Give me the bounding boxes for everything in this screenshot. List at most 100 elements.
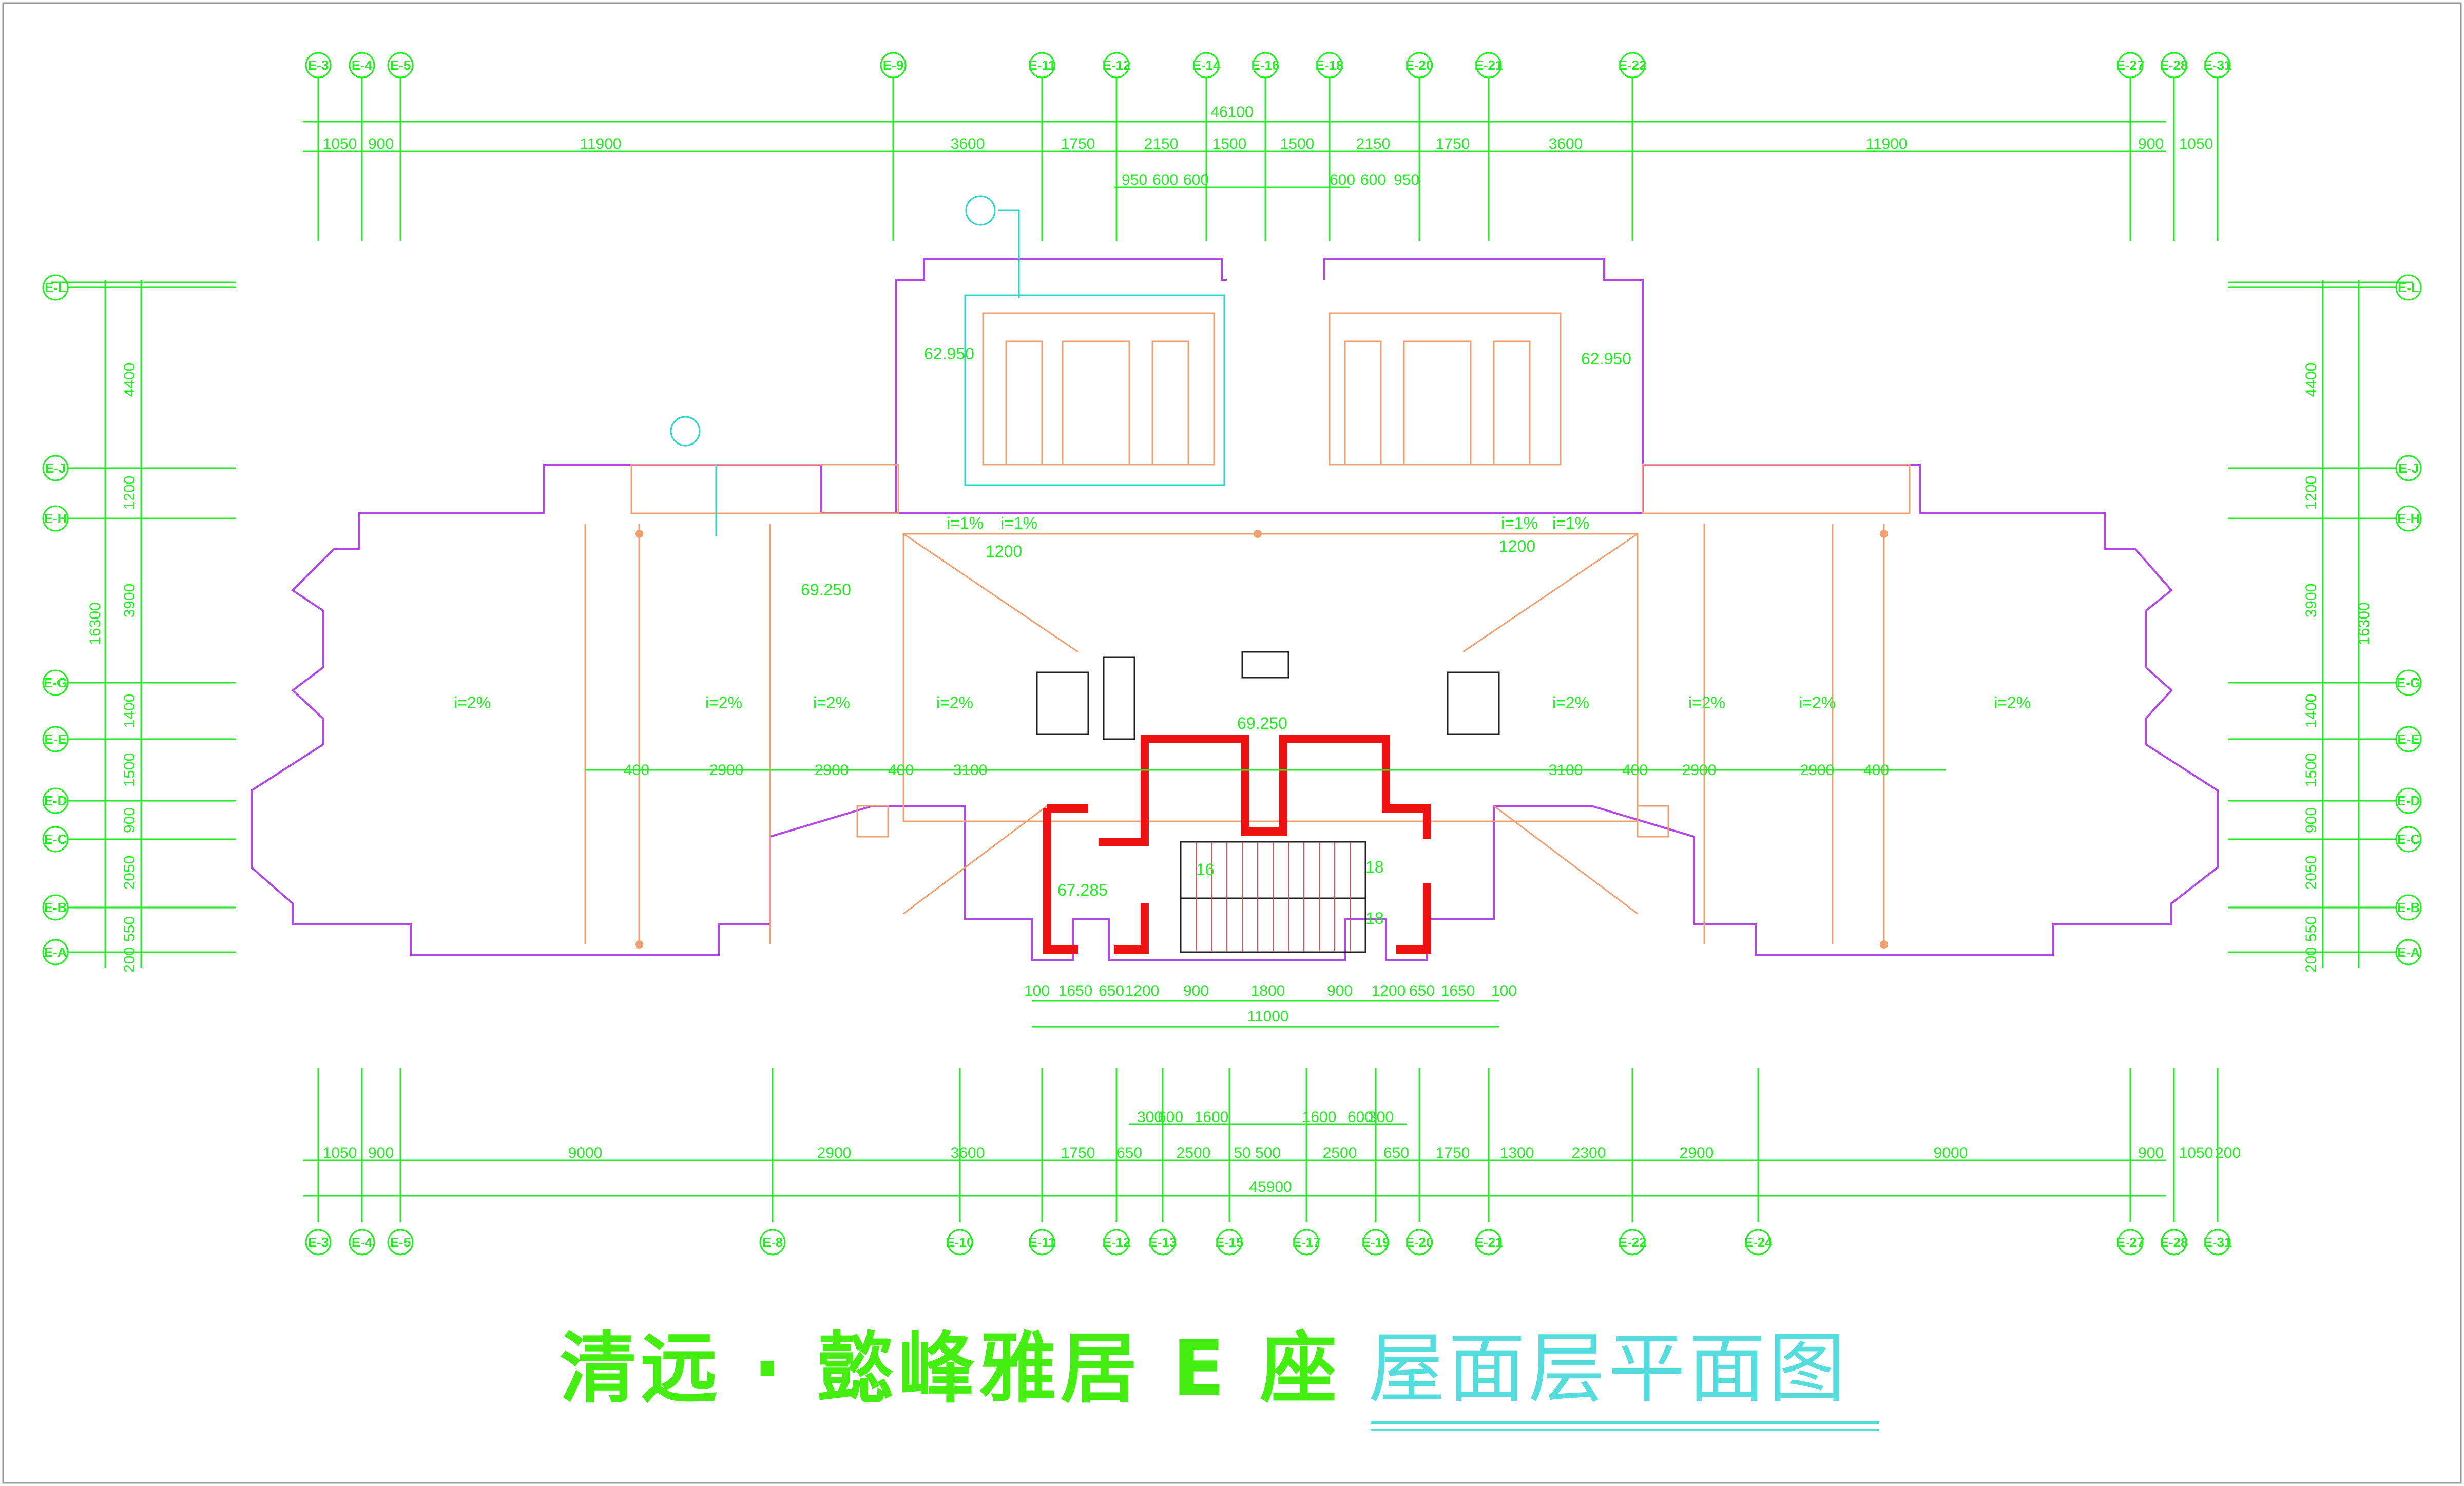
axis-bubble-right: [2395, 939, 2422, 966]
right-dim: 200: [2303, 947, 2320, 973]
axis-bubble-bottom: [1029, 1229, 1055, 1256]
axis-label-bottom: E-10: [946, 1234, 974, 1250]
top-dim: 3600: [951, 136, 985, 152]
slope-label: i=1%: [1501, 514, 1538, 532]
bottom-dim: 1300: [1500, 1145, 1534, 1162]
bottom-sub-dim: 1600: [1195, 1109, 1229, 1126]
axis-bubble-top: [1193, 52, 1220, 79]
axis-bubble-right: [2395, 274, 2422, 301]
top-axis-lines: [317, 77, 2219, 241]
axis-label-right: E-A: [2397, 944, 2420, 960]
bottom-sub-dim: 300: [1368, 1109, 1394, 1126]
axis-bubble-bottom: [1406, 1229, 1433, 1256]
right-dim: 1400: [2303, 694, 2320, 728]
axis-label-bottom: E-8: [762, 1234, 783, 1250]
top-sub-dim: 600: [1183, 171, 1209, 188]
axis-bubble-bottom: [387, 1229, 414, 1256]
bottom-dim: 2300: [1572, 1145, 1606, 1162]
bottom-dim: 500: [1255, 1145, 1281, 1162]
axis-label-bottom: E-4: [352, 1234, 373, 1250]
bottom-sub-dim: 600: [1158, 1109, 1183, 1126]
axis-bubble-top: [2117, 52, 2144, 79]
axis-bubble-right: [2395, 894, 2422, 921]
axis-bubble-bottom: [349, 1229, 375, 1256]
axis-label-bottom: E-5: [390, 1234, 411, 1250]
core-dim: 650: [1099, 982, 1124, 999]
axis-bubble-bottom: [1293, 1229, 1320, 1256]
slope-label: i=2%: [705, 693, 742, 712]
bottom-total-dim: 45900: [1249, 1179, 1292, 1195]
core-dim: 1200: [1125, 982, 1160, 999]
top-sub-dim: 600: [1152, 171, 1178, 188]
axis-label-left: E-L: [45, 280, 66, 295]
top-dim: 1500: [1280, 136, 1315, 152]
axis-bubble-bottom: [1362, 1229, 1389, 1256]
left-dim: 550: [121, 916, 138, 942]
axis-bubble-top: [1316, 52, 1343, 79]
axis-bubble-top: [880, 52, 907, 79]
axis-label-bottom: E-3: [308, 1234, 329, 1250]
axis-label-top: E-3: [308, 57, 329, 73]
core-dim: 900: [1183, 982, 1209, 999]
stair-label-2: 18: [1365, 858, 1384, 876]
axis-label-bottom: E-19: [1362, 1234, 1390, 1250]
core-walls: [1043, 735, 1431, 954]
stair-tower-left: [895, 258, 1227, 513]
bottom-sub-dim: 1600: [1302, 1109, 1337, 1126]
top-dim: 1750: [1061, 136, 1095, 152]
axis-bubble-left: [42, 894, 69, 921]
axis-label-bottom: E-11: [1028, 1234, 1056, 1250]
slope-label: i=1%: [947, 514, 984, 532]
slope-label: i=2%: [1688, 693, 1725, 712]
axis-label-bottom: E-20: [1406, 1234, 1434, 1250]
axis-label-right: E-J: [2398, 460, 2419, 476]
elevation-label-5: 67.285: [1057, 881, 1108, 899]
axis-bubble-left: [42, 787, 69, 814]
axis-label-left: E-E: [44, 731, 66, 747]
axis-bubble-left: [42, 939, 69, 966]
right-axis-bubbles: E-LE-JE-HE-GE-EE-DE-CE-BE-A: [2228, 274, 2422, 966]
bottom-dim: 650: [1383, 1145, 1409, 1162]
bottom-dim: 1050: [2179, 1145, 2213, 1162]
axis-label-bottom: E-12: [1103, 1234, 1131, 1250]
bottom-sub-dim: 600: [1348, 1109, 1373, 1126]
axis-bubble-left: [42, 726, 69, 752]
top-sub-dim: 950: [1394, 171, 1419, 188]
axis-dots: [635, 530, 1888, 949]
top-sub-dim: 600: [1360, 171, 1386, 188]
top-dim: 2150: [1144, 136, 1179, 152]
axis-label-bottom: E-24: [1744, 1234, 1773, 1250]
axis-bubble-bottom: [1745, 1229, 1772, 1256]
axis-label-top: E-21: [1475, 57, 1503, 73]
slope-labels: i=2%i=2%i=2%i=2%i=2%i=2%i=2%i=2%i=1%i=1%…: [454, 514, 2031, 712]
axis-bubble-bottom: [305, 1229, 332, 1256]
axis-bubble-top: [2204, 52, 2231, 79]
top-sub-dim: 950: [1122, 171, 1147, 188]
axis-label-bottom: E-15: [1216, 1234, 1244, 1250]
axis-bubble-bottom: [1103, 1229, 1130, 1256]
axis-label-bottom: E-13: [1149, 1234, 1177, 1250]
axis-bubble-bottom: [1216, 1229, 1243, 1256]
axis-bubble-top: [1029, 52, 1055, 79]
axis-bubble-top: [1406, 52, 1433, 79]
axis-label-top: E-5: [390, 57, 411, 73]
sheet-title: 屋面层平面图: [1368, 1324, 1849, 1414]
slope-label: i=2%: [1552, 693, 1589, 712]
bottom-dim: 50: [1234, 1145, 1250, 1162]
cyan-detail-lines: [670, 195, 1225, 536]
left-total-dim: 16300: [87, 602, 104, 645]
axis-label-left: E-D: [44, 793, 67, 808]
top-dim: 1500: [1212, 136, 1247, 152]
left-dim: 3900: [121, 584, 138, 618]
left-dim: 200: [121, 947, 138, 973]
axis-bubble-bottom: [2117, 1229, 2144, 1256]
axis-bubble-bottom: [1475, 1229, 1502, 1256]
slope-label: i=2%: [813, 693, 850, 712]
bottom-dim: 2900: [1680, 1145, 1714, 1162]
